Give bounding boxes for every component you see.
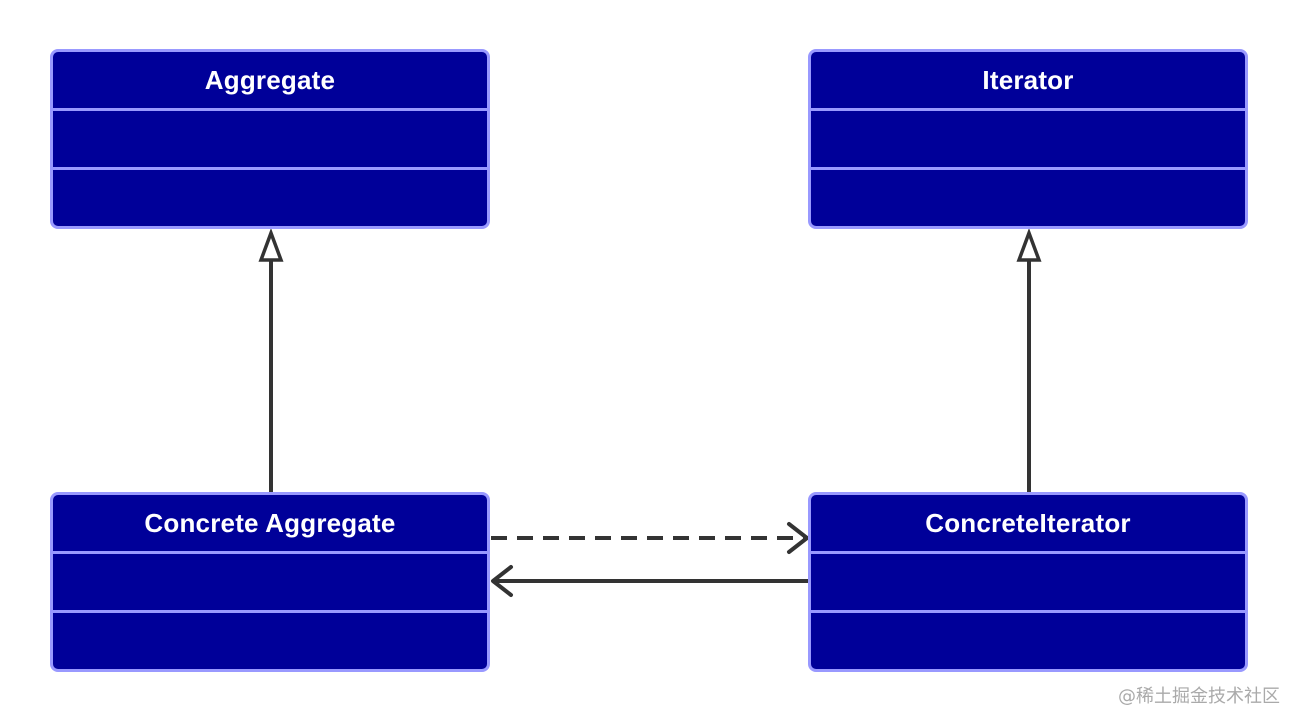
association-concrete-iterator-to-concrete-aggregate[interactable] [491, 565, 808, 597]
generalization-concrete-aggregate-to-aggregate[interactable] [258, 227, 284, 492]
watermark: @稀土掘金技术社区 [1118, 686, 1280, 707]
class-aggregate[interactable]: Aggregate [50, 49, 490, 229]
attributes-compartment-concrete-iterator [811, 551, 1245, 610]
class-name-iterator: Iterator [982, 64, 1074, 95]
class-name-aggregate: Aggregate [204, 64, 336, 95]
operations-compartment-aggregate [53, 167, 487, 226]
operations-compartment-iterator [811, 167, 1245, 226]
operations-compartment-concrete-iterator [811, 610, 1245, 669]
attributes-compartment-iterator [811, 108, 1245, 167]
attributes-compartment-concrete-aggregate [53, 551, 487, 610]
class-iterator[interactable]: Iterator [808, 49, 1248, 229]
class-name-concrete-aggregate: Concrete Aggregate [144, 507, 396, 538]
attributes-compartment-aggregate [53, 108, 487, 167]
class-concrete-aggregate[interactable]: Concrete Aggregate [50, 492, 490, 672]
class-name-concrete-iterator: ConcreteIterator [925, 507, 1131, 538]
generalization-concrete-iterator-to-iterator[interactable] [1016, 227, 1042, 492]
operations-compartment-concrete-aggregate [53, 610, 487, 669]
class-concrete-iterator[interactable]: ConcreteIterator [808, 492, 1248, 672]
dependency-concrete-aggregate-to-concrete-iterator[interactable] [491, 522, 809, 554]
